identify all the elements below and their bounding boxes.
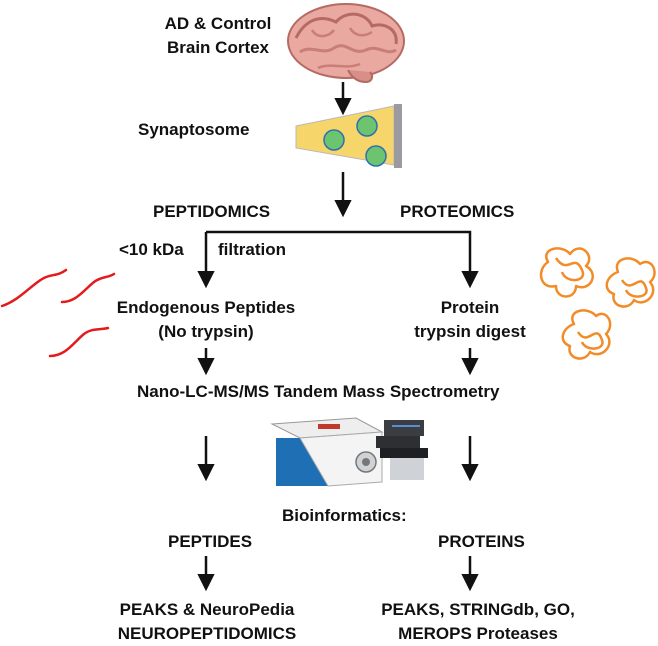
peptide-output-line2: NEUROPEPTIDOMICS — [117, 624, 297, 643]
peptide-chains-icon — [0, 268, 116, 358]
proteins-heading: PROTEINS — [438, 532, 525, 551]
brain-icon — [287, 3, 405, 84]
proteomics-heading: PROTEOMICS — [400, 202, 515, 221]
filtration-label: filtration — [218, 240, 286, 259]
peptide-outputs-label: PEAKS & NeuroPedia NEUROPEPTIDOMICS — [92, 598, 322, 646]
flow-arrows — [197, 82, 479, 592]
bioinformatics-label: Bioinformatics: — [282, 506, 407, 525]
sample-line1: AD & Control — [164, 14, 272, 33]
protein-output-line2: MEROPS Proteases — [398, 624, 558, 643]
sample-label: AD & Control Brain Cortex — [148, 12, 288, 60]
protein-digest-label: Protein trypsin digest — [400, 296, 540, 344]
protein-output-line1: PEAKS, STRINGdb, GO, — [381, 600, 575, 619]
protein-line1: Protein — [440, 298, 500, 317]
ms-label: Nano-LC-MS/MS Tandem Mass Spectrometry — [137, 382, 500, 401]
endogenous-peptides-label: Endogenous Peptides (No trypsin) — [106, 296, 306, 344]
cutoff-label: <10 kDa — [119, 240, 184, 259]
peptides-heading: PEPTIDES — [168, 532, 253, 551]
peptide-output-line1: PEAKS & NeuroPedia — [119, 600, 295, 619]
protein-outputs-label: PEAKS, STRINGdb, GO, MEROPS Proteases — [378, 598, 578, 646]
sample-line2: Brain Cortex — [166, 38, 270, 57]
synaptosome-icon — [295, 104, 402, 168]
protein-line2: trypsin digest — [414, 322, 526, 341]
mass-spectrometer-icon — [270, 417, 428, 487]
peptidomics-heading: PEPTIDOMICS — [153, 202, 271, 221]
endogenous-line2: (No trypsin) — [158, 322, 254, 341]
endogenous-line1: Endogenous Peptides — [116, 298, 296, 317]
protein-tangles-icon — [539, 247, 656, 360]
synaptosome-label: Synaptosome — [138, 120, 250, 139]
